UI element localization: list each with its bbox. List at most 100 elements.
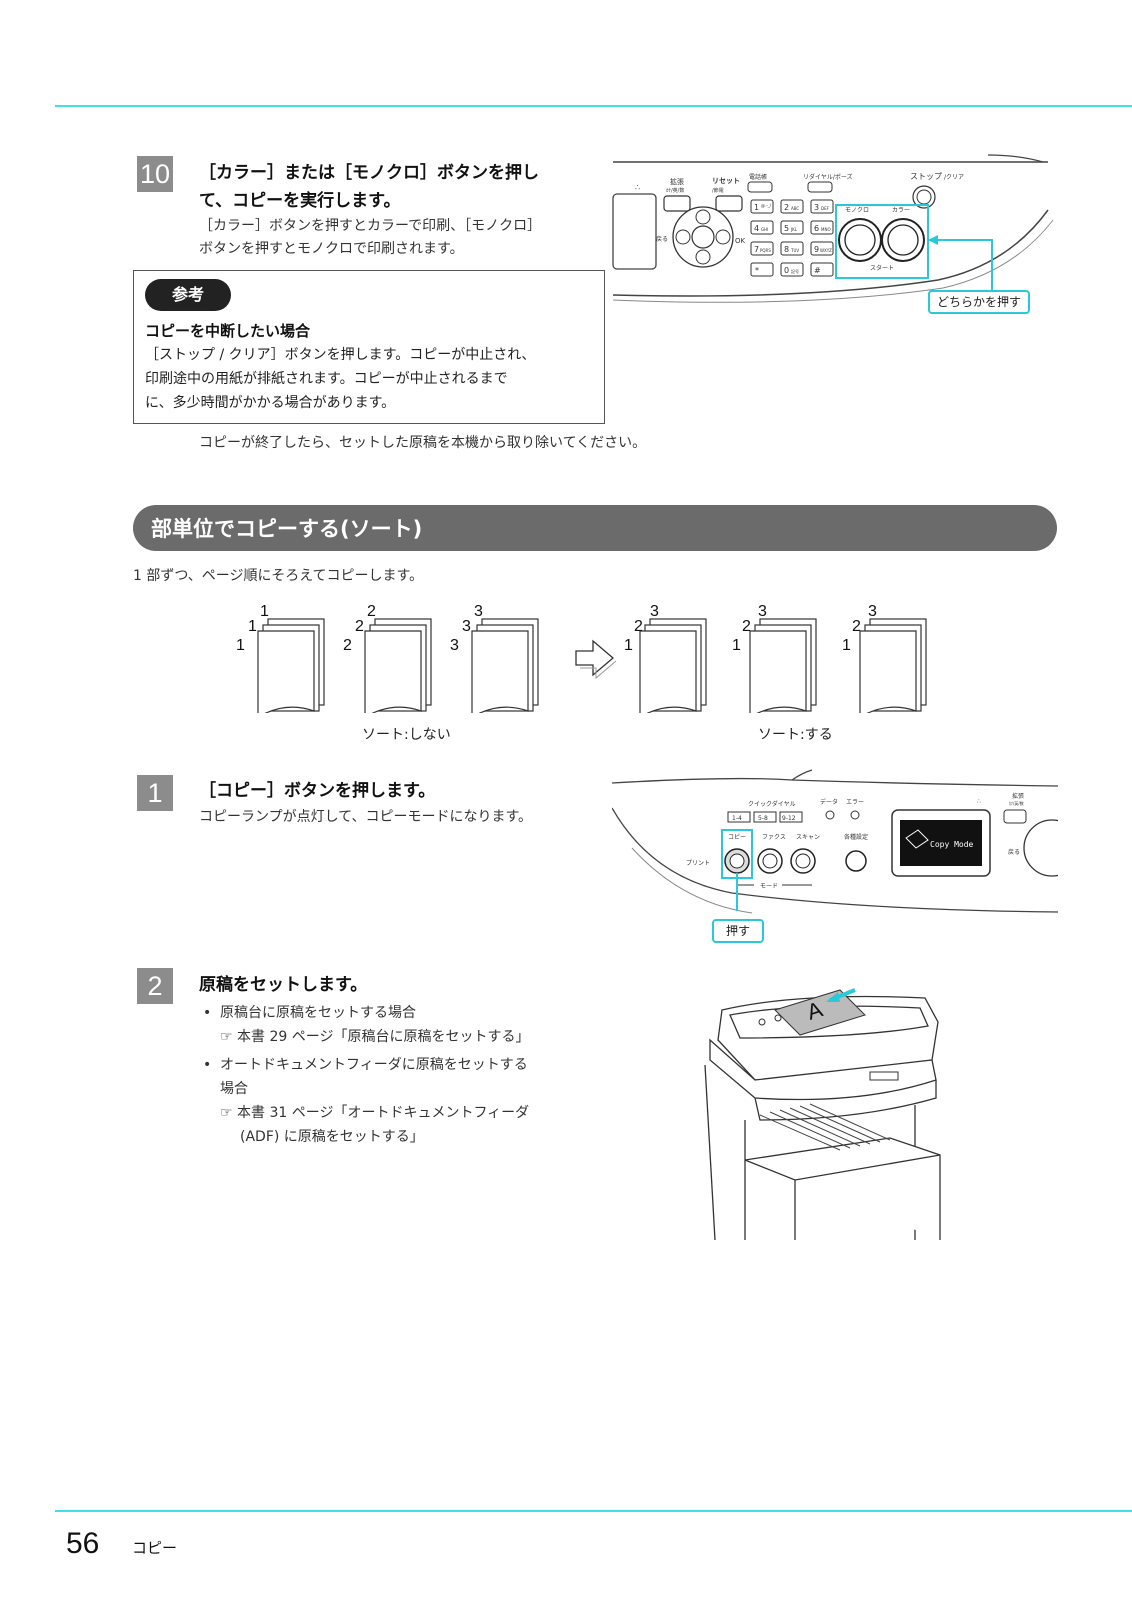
svg-text:2: 2	[784, 203, 789, 212]
start-label: スタート	[870, 264, 894, 272]
svg-text:2: 2	[852, 618, 861, 635]
bullet-1-text: 原稿台に原稿をセットする場合	[220, 1005, 416, 1021]
stop-sub-label: /クリア	[944, 174, 964, 181]
step-10-body-line2: ボタンを押すとモノクロで印刷されます。	[199, 241, 464, 257]
lcd-screen	[900, 820, 982, 866]
error-label: エラー	[846, 799, 864, 806]
reset-label: リセット	[712, 177, 740, 185]
svg-text:1: 1	[754, 203, 759, 212]
svg-text:MNO: MNO	[821, 227, 831, 232]
step-10-title-line1: ［カラー］または［モノクロ］ボタンを押し	[199, 163, 539, 183]
step-number-2: 2	[137, 968, 173, 1004]
copy-label: コピー	[728, 834, 746, 841]
note-line3: に、多少時間がかかる場合があります。	[145, 395, 396, 411]
svg-text:8: 8	[784, 245, 789, 254]
fax-label: ファクス	[762, 834, 786, 841]
page-number: 56	[66, 1527, 100, 1560]
svg-text:2: 2	[634, 618, 643, 635]
svg-text:記号: 記号	[791, 268, 799, 274]
color-label: カラー	[892, 207, 910, 214]
bottom-rule	[55, 1510, 1132, 1512]
after-copy-text: コピーが終了したら、セットした原稿を本機から取り除いてください。	[199, 435, 647, 451]
bullet-2-line2: 場合	[220, 1081, 248, 1097]
stack-right-1	[639, 618, 707, 713]
svg-text:@.-_/: @.-_/	[761, 203, 772, 208]
bullet-2-line1: オートドキュメントフィーダに原稿をセットする	[220, 1057, 528, 1073]
ok-label: OK	[735, 237, 746, 245]
svg-text:JKL: JKL	[790, 227, 798, 232]
svg-text:3: 3	[474, 603, 483, 620]
step-1-title: ［コピー］ボタンを押します。	[199, 781, 436, 801]
reset-sub-label: /節電	[712, 187, 724, 194]
svg-text:0: 0	[784, 266, 789, 275]
svg-text:2: 2	[343, 637, 352, 654]
svg-text:*: *	[755, 266, 759, 275]
svg-text:∴: ∴	[977, 798, 981, 805]
svg-text:3: 3	[462, 618, 471, 635]
ref-2-line2: (ADF) に原稿をセットする」	[240, 1129, 424, 1145]
svg-text:WXYZ: WXYZ	[820, 248, 832, 253]
arrow-right-icon	[575, 639, 615, 677]
section-title: 部単位でコピーする(ソート)	[151, 517, 423, 541]
note-line1: ［ストップ / クリア］ボタンを押します。コピーが中止され、	[145, 347, 536, 363]
document-sheet	[774, 989, 866, 1036]
note-badge: 参考	[145, 279, 231, 311]
svg-text:3: 3	[758, 603, 767, 620]
stack-right-3	[859, 618, 927, 713]
svg-text:ABC: ABC	[791, 206, 799, 211]
svg-text:1: 1	[236, 637, 245, 654]
scan-label: スキャン	[796, 834, 820, 841]
ref-1[interactable]: ☞ 本書 29 ページ「原稿台に原稿をセットする」	[220, 1029, 530, 1045]
svg-text:1: 1	[260, 603, 269, 620]
svg-text:2: 2	[355, 618, 364, 635]
control-panel-illustration-1: ∴ 拡張 ｶﾅ/英/数 リセット /節電 電話帳 リダイヤル/ポーズ ストップ …	[612, 154, 1054, 303]
stop-label: ストップ	[910, 172, 942, 181]
back-label-2: 戻る	[1008, 848, 1020, 856]
stack-right-2	[749, 618, 817, 713]
note-title: コピーを中断したい場合	[145, 322, 311, 340]
stack-left-3	[471, 618, 539, 713]
mode-label: モード	[760, 883, 778, 890]
step-10-body-line1: ［カラー］ボタンを押すとカラーで印刷、［モノクロ］	[199, 218, 542, 234]
svg-text:1-4: 1-4	[732, 815, 742, 822]
bullet-dot-1: •	[203, 1005, 212, 1021]
step-1-body: コピーランプが点灯して、コピーモードになります。	[199, 809, 533, 825]
svg-text:TUV: TUV	[790, 248, 799, 253]
svg-text:9: 9	[814, 245, 819, 254]
step-number-10: 10	[137, 156, 173, 192]
footer-section-label: コピー	[132, 1539, 178, 1557]
sort-yes-label: ソート:する	[758, 727, 833, 743]
kakudai-sub-label: ｶﾅ/英/数	[666, 187, 684, 194]
svg-text:1: 1	[248, 618, 257, 635]
printer-illustration: A	[704, 988, 941, 1240]
svg-text:1: 1	[732, 637, 741, 654]
svg-text:3: 3	[650, 603, 659, 620]
svg-text:3: 3	[450, 637, 459, 654]
denwacho-label: 電話帳	[749, 173, 767, 181]
kakudai-sub-label-2: ｶﾅ/英/数	[1009, 800, 1024, 806]
denwacho-button	[747, 181, 773, 193]
lcd-text: Copy Mode	[930, 840, 974, 849]
svg-text:5-8: 5-8	[758, 815, 768, 822]
stack-left-1	[257, 618, 325, 713]
svg-text:PQRS: PQRS	[760, 248, 771, 253]
reference-icon: ☞	[220, 1029, 238, 1045]
callout-press: 押す	[712, 919, 764, 943]
mono-label: モノクロ	[845, 207, 869, 214]
kakudai-button	[663, 195, 691, 212]
step-number-1: 1	[137, 775, 173, 811]
svg-text:7: 7	[754, 245, 759, 254]
redial-button	[807, 181, 833, 193]
svg-text:∴: ∴	[635, 183, 640, 192]
start-buttons-highlight	[835, 204, 929, 279]
svg-text:9-12: 9-12	[782, 815, 796, 822]
section-banner: 部単位でコピーする(ソート)	[133, 505, 1057, 551]
redial-label: リダイヤル/ポーズ	[803, 173, 853, 181]
bullet-dot-2: •	[203, 1057, 212, 1073]
svg-text:6: 6	[814, 224, 819, 233]
kakudai-label: 拡張	[670, 177, 684, 186]
svg-text:DEF: DEF	[821, 206, 830, 211]
ref-2-line1[interactable]: ☞ 本書 31 ページ「オートドキュメントフィーダ	[220, 1105, 530, 1121]
svg-text:#: #	[814, 266, 821, 275]
settings-button	[845, 850, 867, 872]
